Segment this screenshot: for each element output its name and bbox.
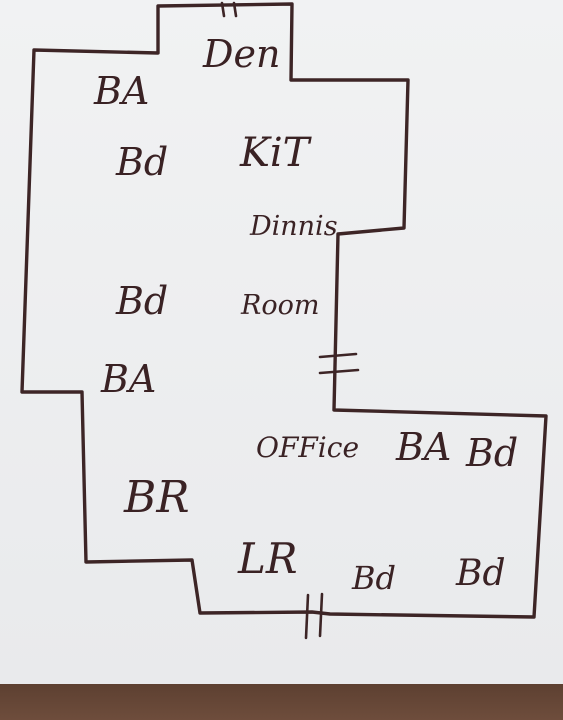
top-door-mark: [220, 1, 238, 18]
label-room: Room: [241, 290, 320, 321]
label-office: OFFice: [256, 431, 360, 464]
floor-plan-drawing: [20, 1, 548, 640]
bottom-door-mark: [304, 592, 324, 640]
dining-door-mark: [318, 352, 360, 375]
label-bd-right-top: Bd: [466, 431, 519, 475]
outer-wall-outline: [20, 2, 548, 619]
label-br: BR: [124, 472, 190, 523]
paper-sheet: [0, 0, 563, 684]
label-bd-bottom-right: Bd: [456, 553, 506, 594]
label-ba-left: BA: [101, 357, 157, 401]
label-ba-top: BA: [94, 69, 150, 113]
label-bd-upper: Bd: [116, 140, 169, 184]
label-bd-middle: Bd: [116, 279, 169, 323]
label-lr: LR: [238, 534, 298, 583]
label-ba-right: BA: [396, 425, 452, 469]
label-dining: Dinnis: [250, 211, 338, 242]
label-den: Den: [203, 32, 281, 76]
label-kitchen: KiT: [240, 130, 310, 176]
label-bd-bottom-mid: Bd: [352, 559, 396, 597]
table-surface: [0, 684, 563, 720]
